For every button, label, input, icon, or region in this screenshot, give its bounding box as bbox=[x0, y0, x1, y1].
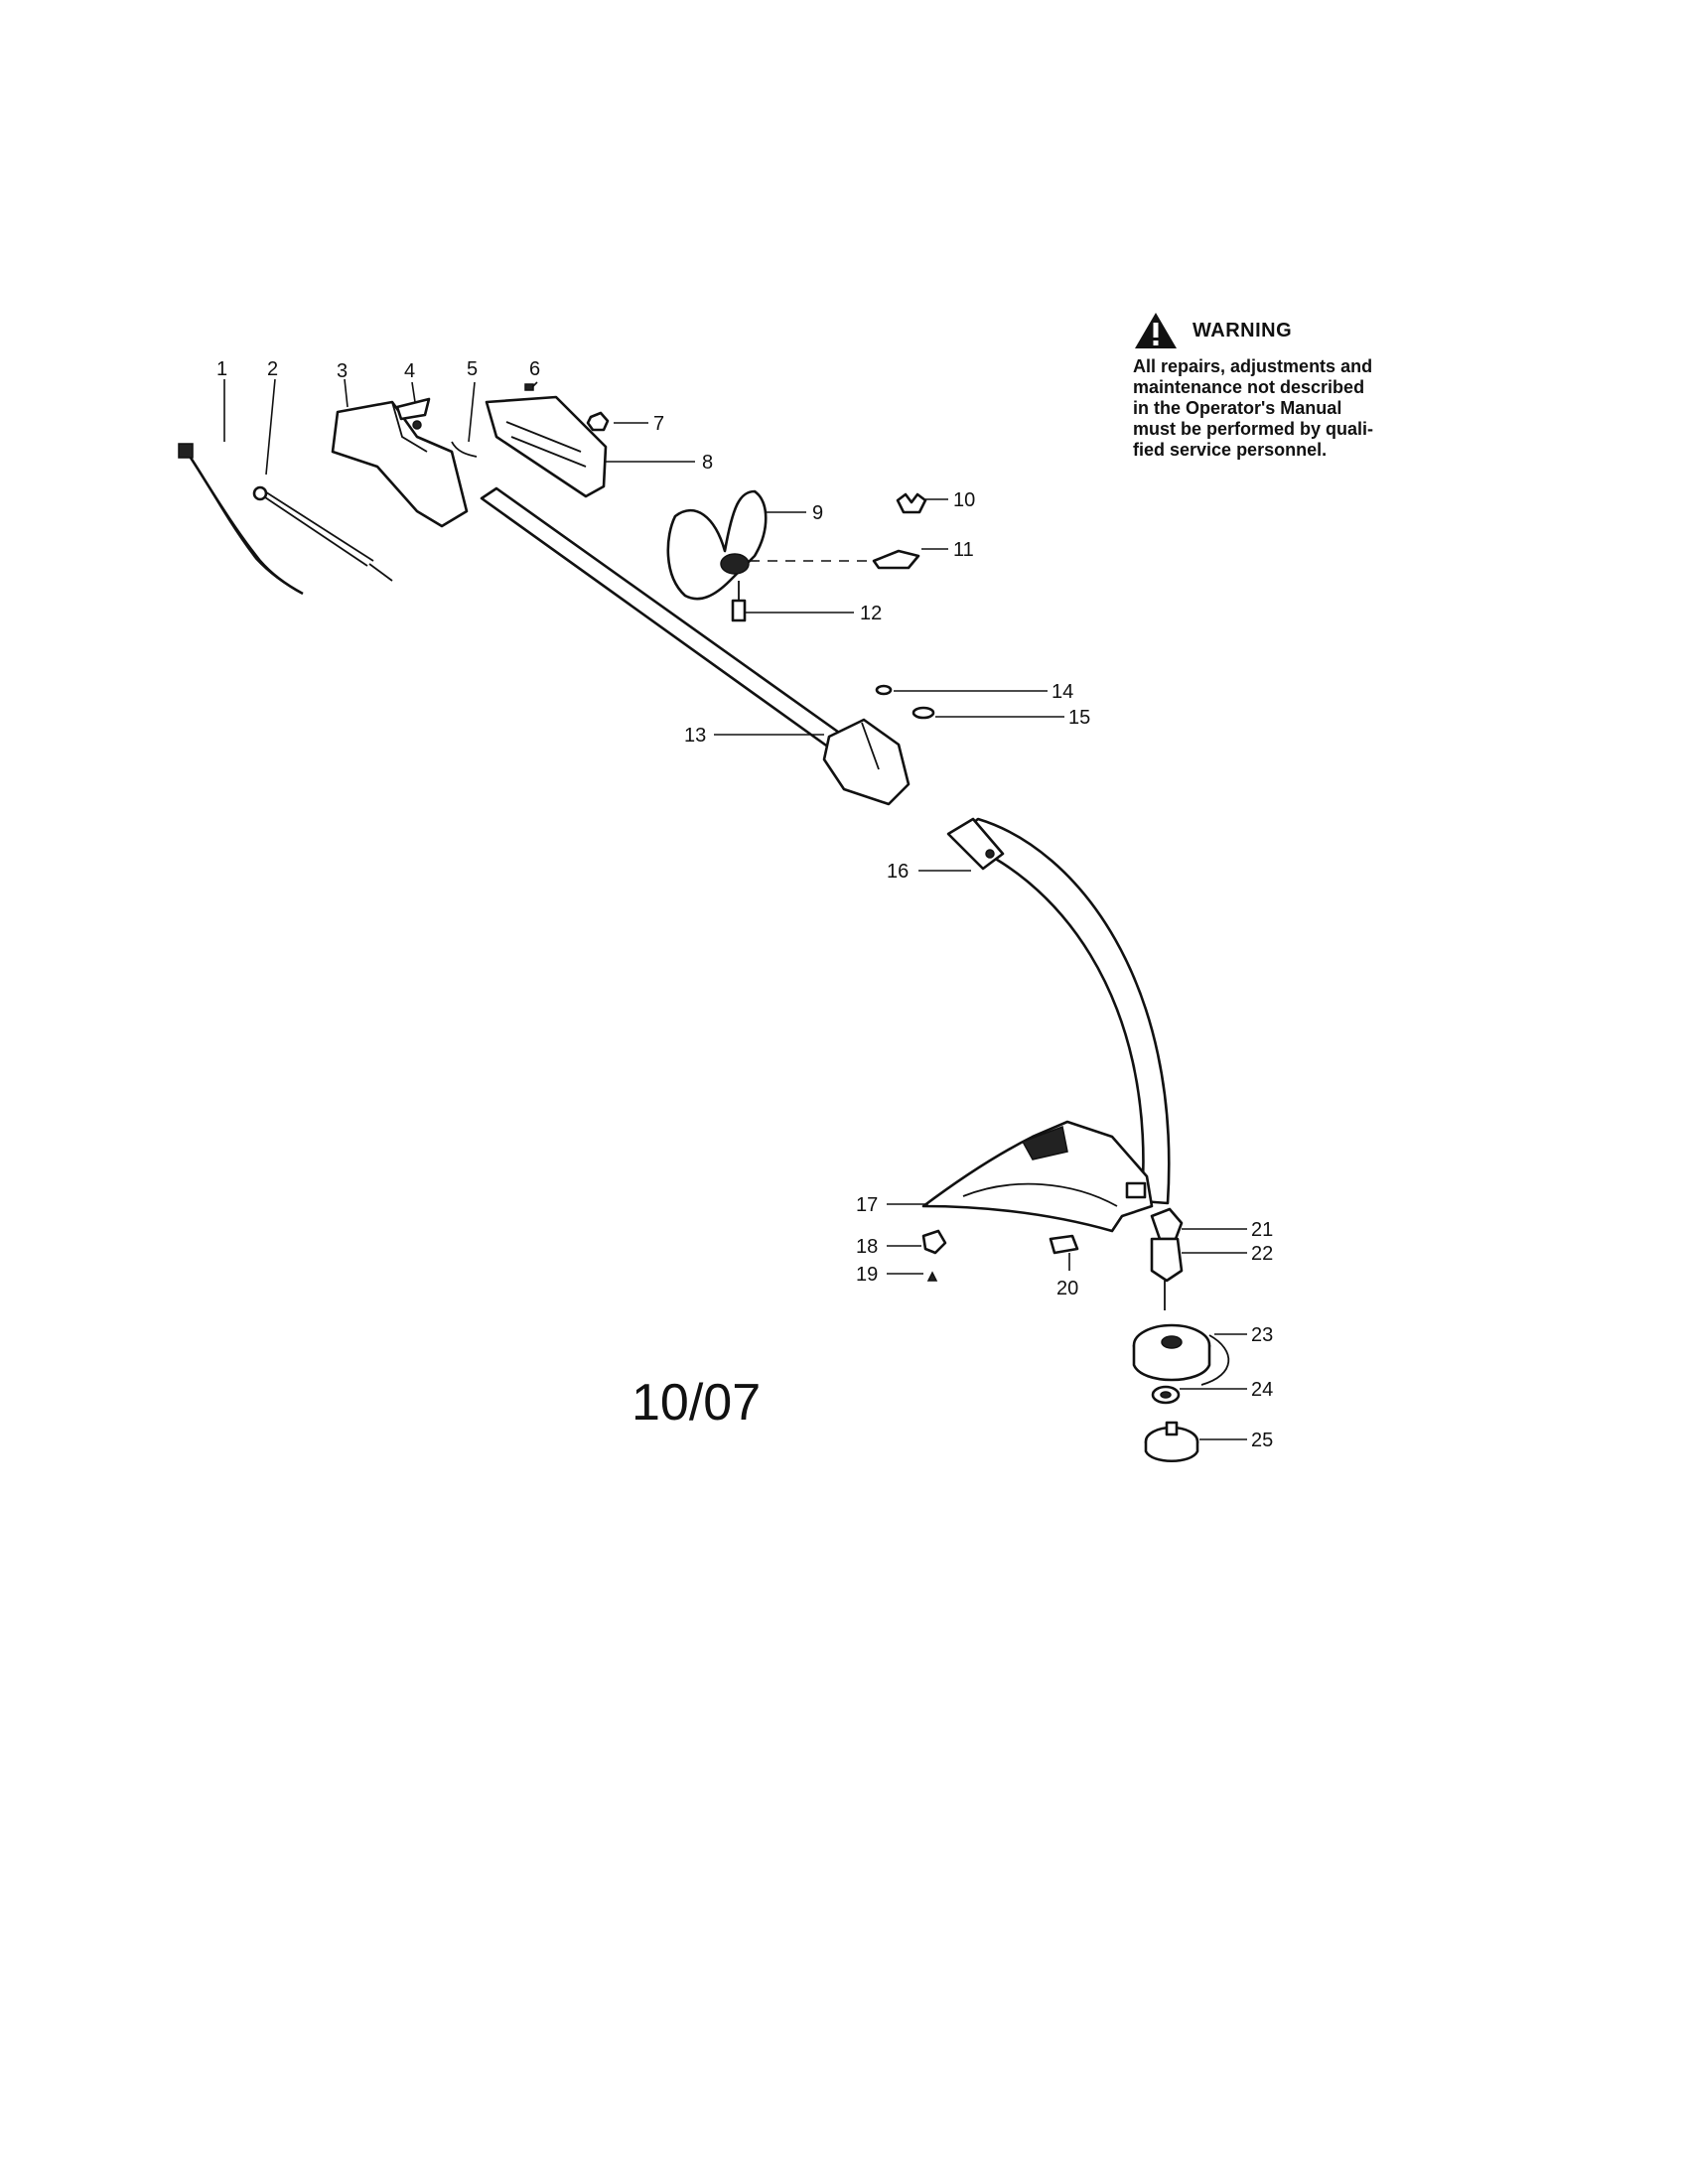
part-3-rear-handle-housing bbox=[331, 400, 469, 528]
callout-11: 11 bbox=[953, 539, 974, 561]
warning-header: WARNING bbox=[1133, 311, 1431, 350]
part-18-clip bbox=[921, 1229, 947, 1255]
callout-22: 22 bbox=[1251, 1243, 1273, 1265]
callout-21: 21 bbox=[1251, 1219, 1273, 1241]
warning-box: WARNING All repairs, adjustments and mai… bbox=[1133, 311, 1431, 461]
callout-1: 1 bbox=[216, 358, 227, 380]
warning-line: All repairs, adjustments and bbox=[1133, 356, 1373, 376]
leader-lines bbox=[223, 378, 1247, 1440]
part-4-trigger bbox=[395, 397, 431, 430]
part-13-coupler bbox=[822, 718, 911, 806]
callout-5: 5 bbox=[467, 358, 478, 380]
callout-2: 2 bbox=[267, 358, 278, 380]
callout-15: 15 bbox=[1068, 707, 1090, 729]
part-25-spool-cap bbox=[1144, 1421, 1199, 1462]
callout-6: 6 bbox=[529, 358, 540, 380]
part-7-nut bbox=[586, 411, 610, 432]
callout-18: 18 bbox=[856, 1236, 878, 1258]
part-14-pin bbox=[875, 684, 893, 696]
callout-8: 8 bbox=[702, 452, 713, 474]
callout-19: 19 bbox=[856, 1264, 878, 1286]
part-20-guard-bracket bbox=[1049, 1234, 1079, 1255]
part-5-spring bbox=[451, 441, 478, 458]
part-6-screw bbox=[524, 383, 534, 391]
revision-date: 10/07 bbox=[632, 1374, 762, 1432]
part-21-clamp bbox=[1150, 1207, 1184, 1241]
part-24-washer bbox=[1151, 1385, 1181, 1405]
part-11-bracket bbox=[750, 549, 920, 570]
callout-25: 25 bbox=[1251, 1430, 1273, 1451]
part-22-drive-head bbox=[1150, 1237, 1184, 1310]
callout-7: 7 bbox=[653, 413, 664, 435]
callout-16: 16 bbox=[887, 861, 909, 883]
warning-line: must be performed by quali- bbox=[1133, 419, 1374, 439]
part-23-spool-and-line bbox=[1132, 1323, 1230, 1386]
warning-line: in the Operator's Manual bbox=[1133, 398, 1342, 418]
part-2-stop-wire bbox=[252, 485, 393, 582]
part-8-front-handle-housing bbox=[485, 395, 608, 498]
part-16-curved-shaft bbox=[946, 817, 1171, 1205]
part-19-screw bbox=[926, 1271, 938, 1282]
part-1-throttle-cable bbox=[178, 443, 304, 596]
callout-12: 12 bbox=[860, 603, 882, 624]
callout-24: 24 bbox=[1251, 1379, 1273, 1401]
part-17-guard bbox=[921, 1120, 1154, 1233]
warning-title: WARNING bbox=[1193, 319, 1293, 341]
part-12-bolt bbox=[731, 581, 747, 622]
callout-23: 23 bbox=[1251, 1324, 1273, 1346]
callout-3: 3 bbox=[337, 360, 348, 382]
callout-4: 4 bbox=[404, 360, 415, 382]
warning-text: All repairs, adjustments and maintenance… bbox=[1133, 356, 1431, 461]
part-9-assist-handle bbox=[666, 489, 768, 601]
callout-10: 10 bbox=[953, 489, 975, 511]
part-13-shaft-upper bbox=[480, 486, 851, 754]
callout-labels: 1 2 3 4 5 6 7 8 9 10 11 12 13 14 15 16 1… bbox=[216, 358, 1273, 1451]
callout-9: 9 bbox=[812, 502, 823, 524]
part-15-screw bbox=[912, 706, 935, 720]
warning-line: maintenance not described bbox=[1133, 377, 1365, 397]
callout-17: 17 bbox=[856, 1194, 878, 1216]
warning-line: fied service personnel. bbox=[1133, 440, 1328, 460]
callout-14: 14 bbox=[1052, 681, 1073, 703]
warning-triangle-icon bbox=[1135, 313, 1177, 348]
part-10-wing-nut bbox=[896, 492, 927, 514]
callout-13: 13 bbox=[684, 725, 706, 747]
callout-20: 20 bbox=[1056, 1278, 1078, 1299]
